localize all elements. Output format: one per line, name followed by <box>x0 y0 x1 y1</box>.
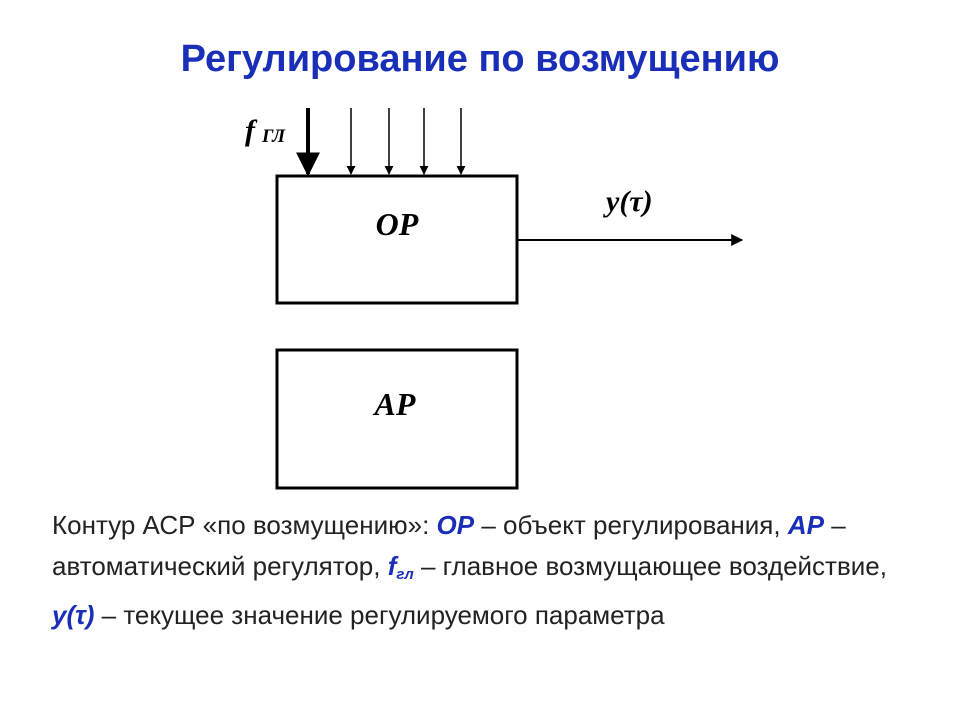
caption: Контур АСР «по возмущению»: ОР – объект … <box>52 505 922 636</box>
disturbance-label: f ГЛ <box>245 114 286 147</box>
output-label: y(τ) <box>603 185 653 218</box>
caption-ap-term: АР <box>787 510 824 540</box>
regulator-block-label: АР <box>373 386 416 422</box>
caption-text: – главное возмущающее воздействие, <box>413 551 887 581</box>
slide-title: Регулирование по возмущению <box>180 38 780 80</box>
block-diagram: f ГЛ ОР y(τ) АР <box>245 108 744 490</box>
caption-text: – текущее значение регулируемого парамет… <box>94 600 665 630</box>
caption-f-sub: гл <box>396 566 414 583</box>
caption-text: – объект регулирования, <box>474 510 788 540</box>
caption-op-term: ОР <box>436 510 475 540</box>
disturbance-label-sub: ГЛ <box>261 126 286 147</box>
caption-f-main: f <box>387 551 397 581</box>
caption-f-term: fгл <box>387 551 414 583</box>
caption-y-term: y(τ) <box>52 600 95 630</box>
caption-text: Контур АСР «по возмущению»: <box>52 510 437 540</box>
object-block-label: ОР <box>376 206 419 242</box>
disturbance-label-main: f <box>245 114 258 147</box>
caption-text: – автоматический регулятор, <box>52 510 846 581</box>
regulator-block <box>275 348 519 490</box>
